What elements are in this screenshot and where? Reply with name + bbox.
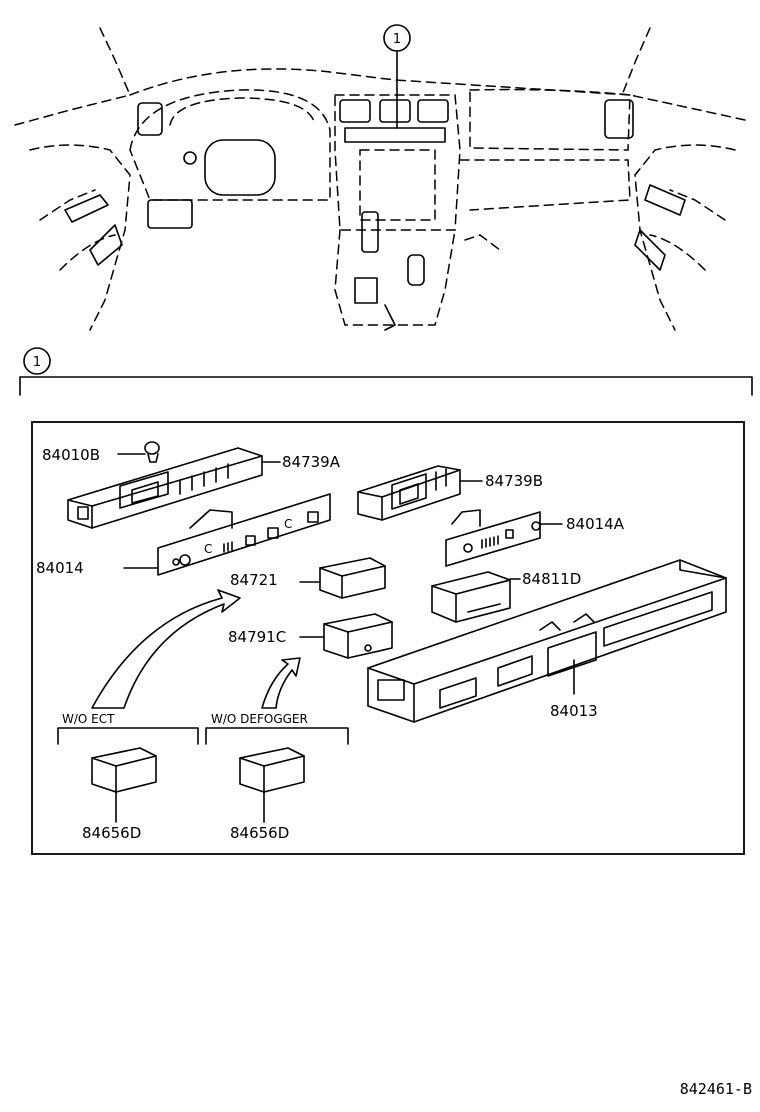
arrows	[91, 589, 301, 709]
callout-number-top: 1	[393, 32, 401, 47]
part-84791C-switch	[299, 613, 393, 659]
part-84739B-bracket	[357, 465, 483, 521]
part-84656D-switch-b	[239, 747, 305, 823]
part-number-84656D-b: 84656D	[230, 824, 289, 842]
dashboard-overview: 1	[14, 24, 746, 331]
part-84721-switch	[299, 557, 386, 599]
condition-label-wo-defogger: W/O DEFOGGER	[211, 712, 308, 726]
condition-label-wo-ect: W/O ECT	[62, 712, 115, 726]
part-84656D-switch-a	[91, 747, 157, 823]
part-84014A-switch-panel	[445, 509, 563, 567]
part-84811D-switch	[431, 571, 521, 623]
part-84013-housing	[367, 559, 727, 723]
svg-text:C: C	[284, 517, 292, 531]
section-header: 1	[19, 347, 753, 396]
part-number-84014A: 84014A	[566, 515, 625, 533]
part-number-84791C: 84791C	[228, 628, 286, 646]
part-number-84721: 84721	[230, 571, 278, 589]
parts-box-frame	[31, 421, 745, 855]
part-number-84013: 84013	[550, 702, 598, 720]
part-84739A-bracket	[67, 447, 281, 529]
condition-wo-defogger: W/O DEFOGGER	[205, 712, 349, 745]
part-number-84010B: 84010B	[42, 446, 100, 464]
part-84010B-screw	[117, 441, 160, 463]
part-number-84656D-a: 84656D	[82, 824, 141, 842]
part-84014-switch-panel: C C	[123, 493, 331, 576]
svg-text:C: C	[204, 542, 212, 556]
part-number-84739A: 84739A	[282, 453, 341, 471]
part-number-84811D: 84811D	[522, 570, 581, 588]
callout-number-section: 1	[33, 355, 41, 370]
part-number-84739B: 84739B	[485, 472, 543, 490]
figure-number: 842461-B	[680, 1080, 752, 1098]
condition-wo-ect: W/O ECT	[57, 712, 199, 745]
part-number-84014: 84014	[36, 559, 84, 577]
